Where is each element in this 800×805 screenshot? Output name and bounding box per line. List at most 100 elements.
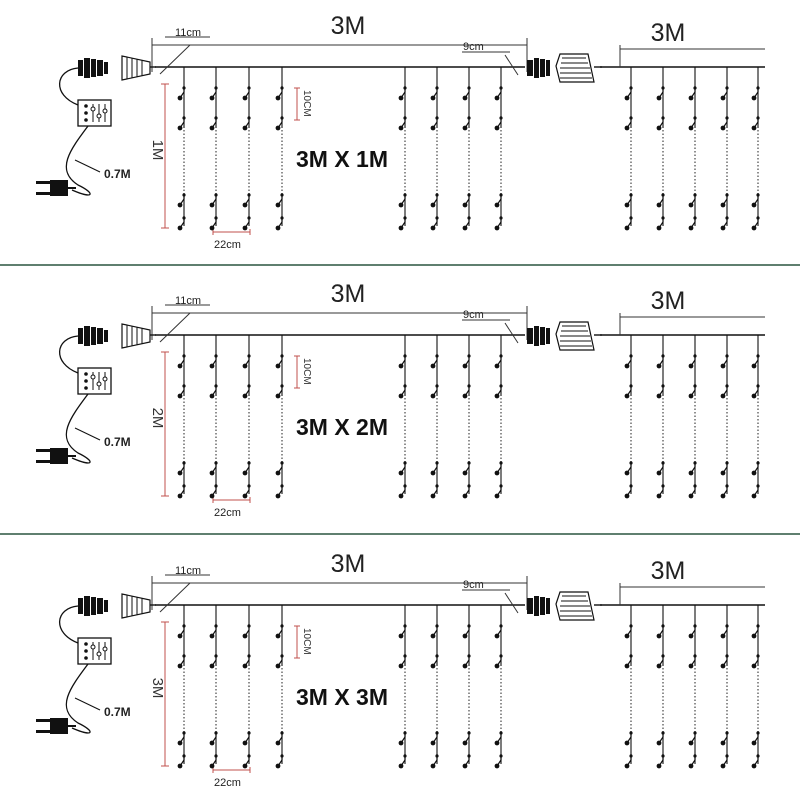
- led-bulb-icon: [430, 663, 436, 669]
- led-bulb-icon: [398, 202, 404, 208]
- led-bulb-icon: [661, 116, 665, 120]
- led-bulb-icon: [403, 654, 407, 658]
- end-connector-icon: [121, 323, 156, 349]
- led-bulb-icon: [403, 731, 407, 735]
- link-connector-icon: [527, 53, 602, 83]
- led-bulb-icon: [177, 125, 183, 131]
- end-connector-icon: [121, 55, 156, 81]
- led-bulb-icon: [494, 95, 500, 101]
- led-bulb-icon: [209, 493, 215, 499]
- led-bulb-icon: [693, 354, 697, 358]
- led-bulb-icon: [467, 624, 471, 628]
- led-bulb-icon: [756, 654, 760, 658]
- led-bulb-icon: [720, 470, 726, 476]
- cord-length-label: 0.7M: [104, 435, 131, 449]
- led-bulb-icon: [693, 654, 697, 658]
- led-bulb-icon: [624, 393, 630, 399]
- led-bulb-icon: [751, 393, 757, 399]
- left-gap-marker: [159, 304, 210, 343]
- led-bulb-icon: [751, 493, 757, 499]
- led-bulb-icon: [275, 633, 281, 639]
- led-bulb-icon: [756, 354, 760, 358]
- led-bulb-icon: [214, 354, 218, 358]
- diagram-title: 3M X 3M: [296, 684, 388, 710]
- led-bulb-icon: [280, 86, 284, 90]
- led-bulb-icon: [247, 624, 251, 628]
- panel-separator: [0, 533, 800, 535]
- led-bulb-icon: [280, 216, 284, 220]
- led-bulb-icon: [656, 225, 662, 231]
- led-bulb-icon: [725, 86, 729, 90]
- led-bulb-icon: [688, 740, 694, 746]
- total-width-label: 3M: [331, 12, 366, 40]
- right-width-label: 3M: [651, 287, 686, 315]
- led-bulb-icon: [242, 493, 248, 499]
- left-gap-marker: [159, 36, 210, 75]
- led-bulb-icon: [751, 763, 757, 769]
- led-bulb-icon: [725, 731, 729, 735]
- led-bulb-icon: [624, 202, 630, 208]
- led-bulb-icon: [214, 624, 218, 628]
- led-bulb-icon: [275, 740, 281, 746]
- led-bulb-icon: [720, 393, 726, 399]
- led-bulb-icon: [275, 493, 281, 499]
- led-bulb-icon: [624, 740, 630, 746]
- led-bulb-icon: [280, 484, 284, 488]
- led-bulb-icon: [494, 763, 500, 769]
- right-width-label: 3M: [651, 19, 686, 47]
- right-gap-label: 9cm: [463, 309, 484, 321]
- led-bulb-icon: [688, 470, 694, 476]
- led-bulb-icon: [756, 484, 760, 488]
- power-cord: [65, 663, 91, 734]
- led-bulb-icon: [688, 633, 694, 639]
- left-gap-label: 11cm: [175, 295, 201, 307]
- led-bulb-icon: [209, 633, 215, 639]
- led-bulb-icon: [214, 116, 218, 120]
- led-bulb-icon: [182, 86, 186, 90]
- led-bulb-icon: [462, 363, 468, 369]
- led-bulb-icon: [656, 663, 662, 669]
- led-bulb-icon: [629, 754, 633, 758]
- led-bulb-icon: [756, 216, 760, 220]
- height-label: 1M: [149, 140, 166, 161]
- led-bulb-icon: [494, 663, 500, 669]
- diagram-panel: 3M 3M 11cm 9cm: [0, 268, 800, 535]
- led-bulb-icon: [435, 624, 439, 628]
- led-bulb-icon: [177, 225, 183, 231]
- curtain-light-diagram: 3M 3M 11cm 9cm: [36, 550, 765, 789]
- total-width-label: 3M: [331, 280, 366, 308]
- led-bulb-icon: [624, 225, 630, 231]
- led-bulb-icon: [182, 731, 186, 735]
- controller-box-icon: [77, 637, 112, 665]
- right-gap-marker: [462, 319, 519, 344]
- led-bulb-icon: [435, 354, 439, 358]
- led-bulb-icon: [661, 86, 665, 90]
- led-bulb-icon: [725, 484, 729, 488]
- led-bulb-icon: [751, 125, 757, 131]
- right-dimension: [619, 313, 765, 335]
- led-bulb-icon: [661, 354, 665, 358]
- led-bulb-icon: [720, 95, 726, 101]
- drop-spacing-label: 10CM: [301, 628, 312, 655]
- led-bulb-icon: [467, 216, 471, 220]
- led-bulb-icon: [430, 763, 436, 769]
- power-head-icon: [59, 596, 108, 644]
- total-width-label: 3M: [331, 550, 366, 578]
- led-bulb-icon: [751, 225, 757, 231]
- led-bulb-icon: [661, 624, 665, 628]
- led-bulb-icon: [242, 740, 248, 746]
- led-bulb-icon: [467, 754, 471, 758]
- led-bulb-icon: [462, 225, 468, 231]
- led-bulb-icon: [430, 363, 436, 369]
- led-bulb-icon: [242, 763, 248, 769]
- diagram-title: 3M X 2M: [296, 414, 388, 440]
- led-bulb-icon: [656, 363, 662, 369]
- plug-icon: [36, 448, 76, 464]
- controller-box-icon: [77, 99, 112, 127]
- led-bulb-icon: [725, 461, 729, 465]
- led-bulb-icon: [403, 484, 407, 488]
- led-bulb-icon: [280, 116, 284, 120]
- led-bulb-icon: [467, 654, 471, 658]
- led-bulb-icon: [275, 663, 281, 669]
- led-bulb-icon: [177, 95, 183, 101]
